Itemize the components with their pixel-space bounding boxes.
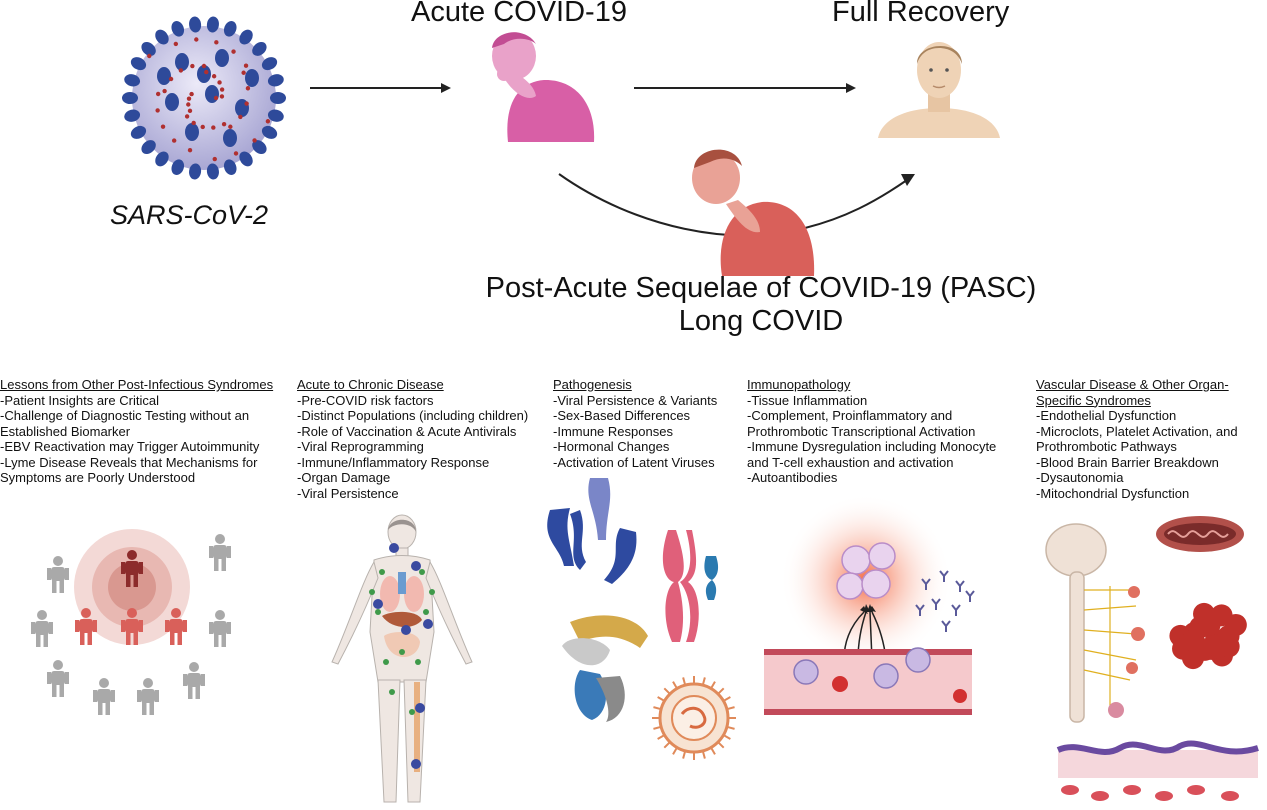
column-item: -Dysautonomia — [1036, 470, 1124, 485]
column-item: -Immune Dysregulation including Monocyte… — [747, 439, 997, 470]
column-item: -Endothelial Dysfunction — [1036, 408, 1177, 423]
post-infectious-population-illustration — [31, 529, 231, 715]
column-item: -Challenge of Diagnostic Testing without… — [0, 408, 250, 439]
column-item: -EBV Reactivation may Trigger Autoimmuni… — [0, 439, 260, 454]
vascular-organ-illustration — [1045, 516, 1259, 801]
column-heading: Immunopathology — [747, 377, 851, 392]
column-pathogenesis: Pathogenesis -Viral Persistence & Varian… — [553, 377, 738, 470]
acute-covid-title: Acute COVID-19 — [411, 0, 627, 28]
column-lessons: Lessons from Other Post-Infectious Syndr… — [0, 377, 275, 486]
full-recovery-title: Full Recovery — [832, 0, 1010, 28]
column-item: -Immune Responses — [553, 423, 673, 439]
column-item: -Organ Damage — [297, 470, 391, 485]
column-item: -Complement, Proinflammatory and Prothro… — [747, 408, 976, 439]
column-heading: Acute to Chronic Disease — [297, 377, 444, 392]
column-item: -Autoantibodies — [747, 470, 838, 485]
long-covid-patient-illustration — [692, 149, 815, 276]
pathogenesis-illustration — [547, 478, 736, 760]
column-vascular: Vascular Disease & Other Organ-Specific … — [1036, 377, 1246, 501]
body-organ-illustration — [331, 514, 473, 803]
virus-label: SARS-CoV-2 — [110, 200, 269, 230]
column-item: -Viral Reprogramming — [297, 439, 424, 454]
column-item: -Microclots, Platelet Activation, and Pr… — [1036, 423, 1238, 455]
column-immunopathology: Immunopathology -Tissue Inflammation -Co… — [747, 377, 1017, 486]
arrow-to-recovery — [634, 83, 856, 93]
pasc-title-line1: Post-Acute Sequelae of COVID-19 (PASC) — [485, 272, 1037, 304]
sars-cov-2-virus-illustration — [122, 16, 286, 180]
column-item: -Lyme Disease Reveals that Mechanisms fo… — [0, 454, 258, 486]
acute-patient-illustration — [492, 32, 595, 142]
pasc-title: Post-Acute Sequelae of COVID-19 (PASC) L… — [478, 272, 1044, 338]
column-item: -Tissue Inflammation — [747, 392, 868, 408]
column-item: -Blood Brain Barrier Breakdown — [1036, 454, 1219, 470]
column-heading: Lessons from Other Post-Infectious Syndr… — [0, 377, 274, 392]
column-acute-to-chronic: Acute to Chronic Disease -Pre-COVID risk… — [297, 377, 547, 501]
column-item: -Viral Persistence — [297, 485, 399, 501]
column-item: -Pre-COVID risk factors — [297, 392, 434, 408]
immunopathology-illustration — [764, 494, 975, 715]
column-item: -Sex-Based Differences — [553, 408, 691, 423]
arrow-to-acute — [310, 83, 451, 93]
column-item: -Viral Persistence & Variants — [553, 392, 718, 408]
recovered-person-illustration — [878, 42, 1000, 138]
column-item: -Hormonal Changes — [553, 439, 670, 454]
column-heading: Pathogenesis — [553, 377, 632, 392]
column-heading: Vascular Disease & Other Organ-Specific … — [1036, 377, 1229, 408]
column-item: -Patient Insights are Critical — [0, 392, 159, 408]
column-item: -Activation of Latent Viruses — [553, 454, 715, 470]
column-item: -Immune/Inflammatory Response — [297, 454, 490, 470]
column-item: -Mitochondrial Dysfunction — [1036, 485, 1190, 501]
column-item: -Distinct Populations (including childre… — [297, 408, 529, 423]
column-item: -Role of Vaccination & Acute Antivirals — [297, 423, 517, 439]
pasc-title-line2: Long COVID — [678, 305, 844, 337]
